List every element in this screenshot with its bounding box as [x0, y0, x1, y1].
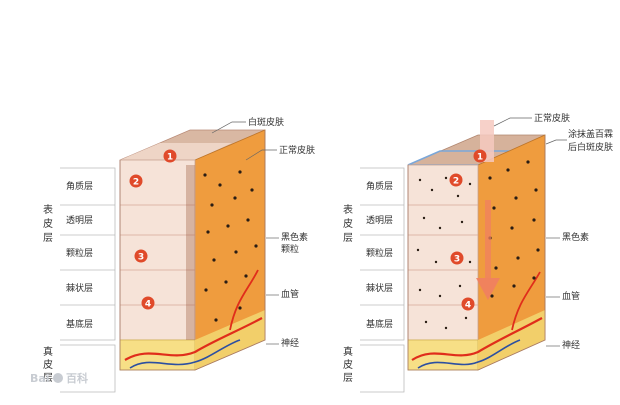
right-epidermis-label-1: 表 — [343, 203, 353, 216]
right-arrow-shaft — [485, 200, 491, 278]
paw-icon — [53, 373, 63, 383]
svg-text:1: 1 — [167, 153, 173, 163]
right-layer-brackets — [360, 167, 405, 393]
right-front-epidermis — [407, 164, 479, 341]
left-dermis-label-1: 真 — [43, 345, 53, 358]
left-artery-branch — [229, 269, 259, 331]
watermark-brand-right: 百科 — [66, 371, 88, 385]
right-stratum-basale: 基底层 — [366, 318, 393, 330]
right-marker-3: 3 — [450, 251, 464, 265]
left-skin-block — [119, 129, 266, 371]
right-melanin-dots — [416, 160, 540, 330]
right-epidermis-label-2: 皮 — [343, 217, 353, 230]
right-stratum-granulosum: 颗粒层 — [366, 247, 393, 259]
right-marker-2: 2 — [449, 173, 463, 187]
watermark-brand-left: Bai — [30, 372, 50, 385]
left-stratum-basale: 基底层 — [66, 318, 93, 330]
right-skin-block — [407, 120, 546, 371]
svg-text:4: 4 — [465, 301, 471, 311]
right-leader-lines — [493, 117, 567, 347]
right-dermis-label-3: 层 — [343, 372, 353, 384]
right-dermis-label-1: 真 — [343, 345, 353, 358]
left-stratum-granulosum: 颗粒层 — [66, 247, 93, 259]
left-callout-top: 白斑皮肤 — [248, 116, 284, 128]
left-marker-2: 2 — [129, 174, 143, 188]
right-callout-top: 正常皮肤 — [534, 112, 570, 124]
left-stratum-lucidum: 透明层 — [66, 215, 93, 226]
left-leader-lines — [211, 121, 279, 345]
svg-text:3: 3 — [454, 255, 460, 265]
left-marker-1: 1 — [163, 149, 177, 163]
right-stratum-spinosum: 棘状层 — [366, 282, 393, 294]
left-melanin-column — [186, 165, 195, 340]
left-marker-4: 4 — [141, 296, 155, 310]
right-marker-1: 1 — [473, 149, 487, 163]
watermark: Bai 百科 — [30, 371, 88, 385]
left-callout-granules: 颗粒 — [281, 243, 299, 255]
left-layer-brackets — [60, 167, 116, 393]
svg-text:1: 1 — [477, 153, 483, 163]
right-dermis-label-2: 皮 — [343, 358, 353, 371]
left-stratum-corneum: 角质层 — [66, 180, 93, 192]
left-epidermis-label-1: 表 — [43, 203, 53, 216]
right-artery-branch — [511, 271, 541, 331]
right-callout-vessel: 血管 — [562, 290, 580, 302]
right-callout-nerve: 神经 — [562, 339, 580, 351]
right-callout-applied-line1: 涂抹盖百霖 — [568, 128, 613, 140]
left-melanin-dots — [203, 170, 258, 322]
left-epidermis-label-2: 皮 — [43, 217, 53, 230]
right-stratum-lucidum: 透明层 — [366, 215, 393, 226]
left-dermis-label-3: 层 — [43, 372, 53, 384]
left-stratum-spinosum: 棘状层 — [66, 282, 93, 294]
left-vein — [129, 339, 241, 369]
left-callout-melanin: 黑色素 — [281, 231, 308, 243]
left-callout-normal: 正常皮肤 — [279, 144, 315, 156]
svg-text:3: 3 — [138, 253, 144, 263]
left-callout-vessel: 血管 — [281, 288, 299, 300]
svg-text:2: 2 — [453, 177, 459, 187]
left-dermis-label-2: 皮 — [43, 358, 53, 371]
right-arrow-head — [476, 278, 500, 300]
right-callout-melanin: 黑色素 — [562, 231, 589, 243]
right-callout-applied-line2: 后白斑皮肤 — [568, 141, 613, 153]
right-artery — [411, 317, 543, 361]
right-vein — [417, 339, 521, 369]
svg-text:4: 4 — [145, 300, 151, 310]
right-epidermis-label-3: 层 — [343, 232, 353, 244]
left-marker-3: 3 — [134, 249, 148, 263]
left-callout-nerve: 神经 — [281, 337, 299, 349]
right-stratum-corneum: 角质层 — [366, 180, 393, 192]
left-front-epidermis — [119, 159, 196, 341]
left-epidermis-label-3: 层 — [43, 232, 53, 244]
right-marker-4: 4 — [461, 297, 475, 311]
left-artery — [124, 317, 263, 361]
svg-text:2: 2 — [133, 178, 139, 188]
